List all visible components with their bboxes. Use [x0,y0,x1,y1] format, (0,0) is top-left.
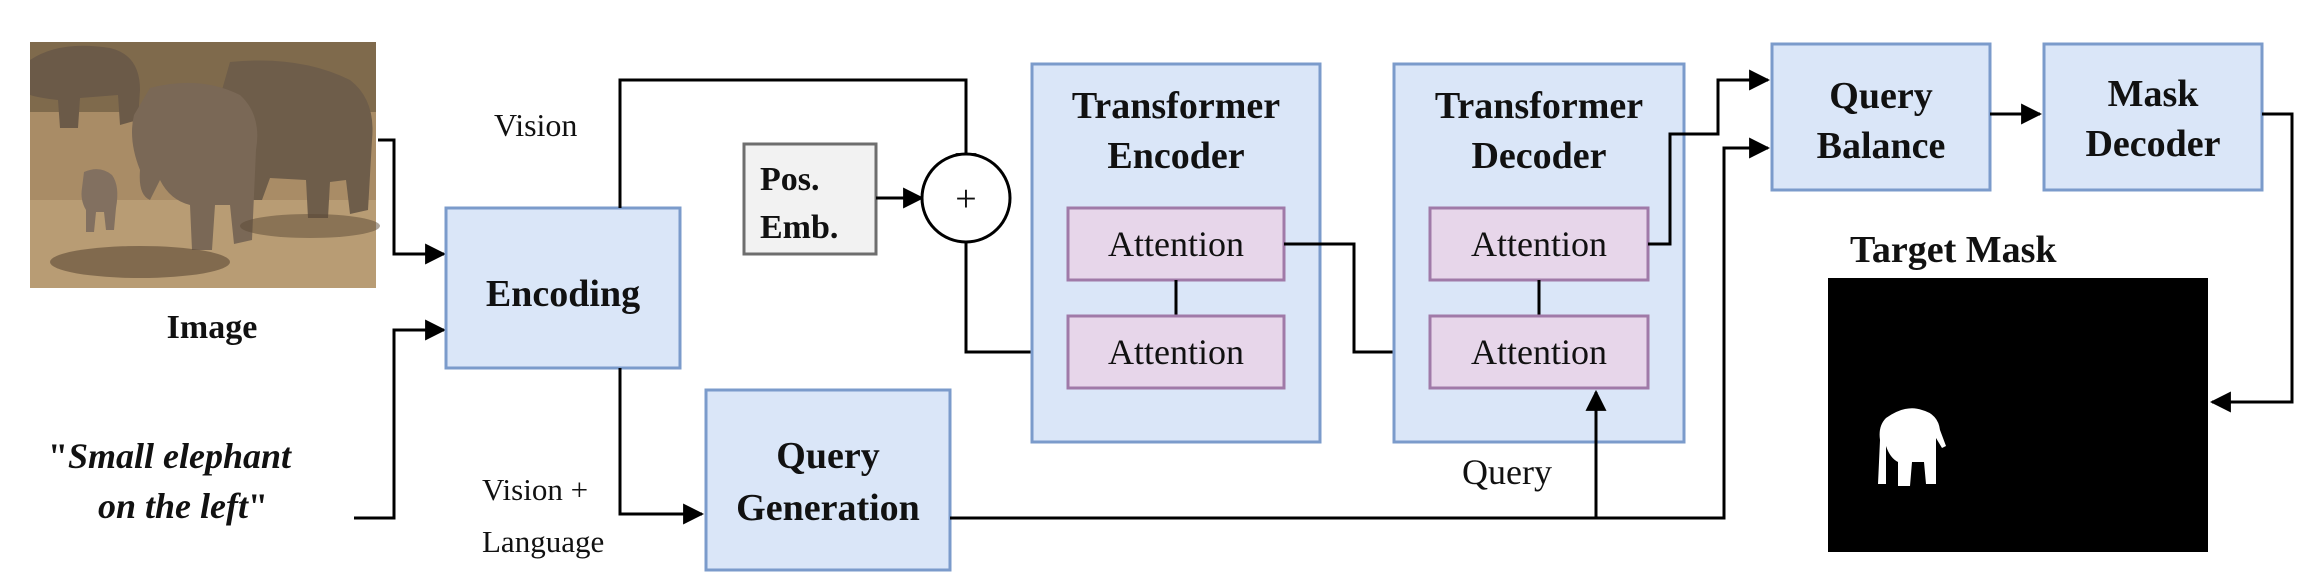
pos-emb-label-2: Emb. [760,209,838,246]
elephant-photo [30,42,380,288]
decoder-attention-top [1428,206,1650,282]
text-query-line-2: on the left [98,486,249,526]
encoding-block [444,206,682,370]
vision-label: Vision [494,107,577,143]
encoder-to-decoder-arrow [1284,242,1431,363]
pos-emb-block [742,142,878,256]
query-generation-label-2: Generation [736,487,920,529]
encoder-title-2: Encoder [1107,135,1244,177]
mask-decoder-label-2: Decoder [2085,123,2220,165]
pos-emb-label-1: Pos. [760,161,820,198]
open-quote: " [48,436,68,476]
svg-text:on the left": on the left" [98,486,268,526]
vision-language-label-2: Language [482,524,604,559]
query-generation-label-1: Query [776,435,879,477]
encoder-attention-top [1066,206,1286,282]
image-to-encoding-arrow [378,138,447,265]
encoder-attention-bottom-label: Attention [1108,332,1244,372]
vision-language-label-1: Vision + [482,472,588,507]
image-caption: Image [167,309,258,346]
query-label: Query [1462,452,1552,492]
decoder-attention-top-label: Attention [1471,224,1607,264]
encoder-attention-top-label: Attention [1108,224,1244,264]
mask-decoder-block [2042,42,2264,192]
decoder-title-1: Transformer [1435,85,1643,127]
decoder-attention-bottom [1428,314,1650,390]
text-to-encoding-arrow [354,319,447,520]
vision-language-arrow [618,368,705,525]
query-balance-label-1: Query [1829,75,1932,117]
text-query: "Small elephant on the left" [48,436,292,526]
encoder-title-1: Transformer [1072,85,1280,127]
close-quote: " [248,486,268,526]
encoder-attention-bottom [1066,314,1286,390]
decoder-attention-bottom-label: Attention [1471,332,1607,372]
query-to-balance-arrow [950,137,1771,520]
target-mask-title: Target Mask [1850,229,2057,271]
plus-sign: + [955,178,976,220]
encoding-label: Encoding [486,273,640,315]
decoder-to-balance-arrow [1648,69,1771,246]
mask-decoder-to-output-arrow [2209,112,2294,413]
elephant-mask-shape [1878,408,1946,486]
vision-arrow [618,78,977,208]
text-query-line-1: Small elephant [68,436,292,476]
target-mask-image [1828,278,2208,552]
svg-text:"Small elephant: "Small elephant [48,436,292,476]
query-balance-block [1770,42,1992,192]
query-balance-label-2: Balance [1817,125,1946,167]
mask-decoder-label-1: Mask [2108,73,2200,115]
query-generation-block [704,388,952,572]
decoder-title-2: Decoder [1471,135,1606,177]
